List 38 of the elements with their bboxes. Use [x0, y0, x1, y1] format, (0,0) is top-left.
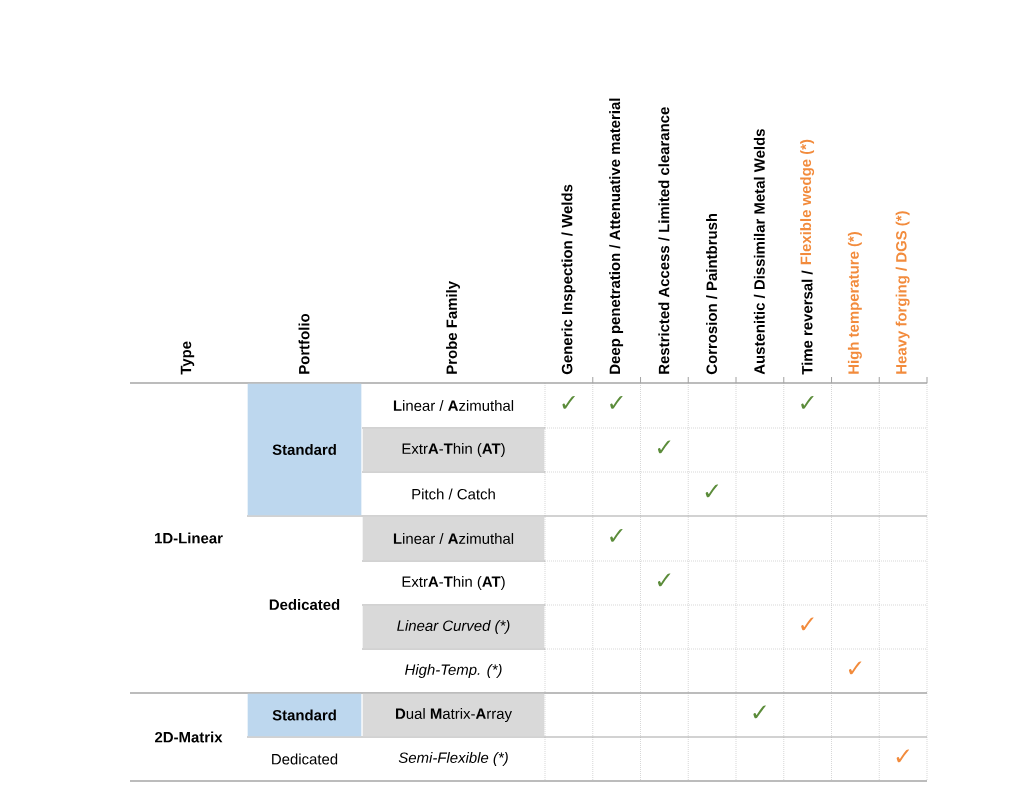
- check-mark: ✓: [657, 573, 671, 587]
- cell-text: Semi-Flexible (*): [398, 752, 508, 766]
- check-mark: ✓: [801, 617, 814, 631]
- check-mark: ✓: [896, 749, 910, 763]
- table-cell: Linear / Azimuthal: [362, 516, 545, 561]
- cell-text: 1D-Linear: [155, 532, 223, 544]
- check-mark: ✓: [705, 484, 719, 498]
- check-mark: ✓: [848, 661, 862, 675]
- cell-text: Dedicated: [269, 599, 340, 610]
- column-header: Generic Inspection / Welds: [561, 184, 576, 375]
- check-mark: ✓: [562, 395, 575, 409]
- cell-text: ExtrA-Thin (AT): [402, 576, 505, 590]
- check-mark: ✓: [610, 528, 623, 542]
- table-cell: Dual Matrix-Array: [362, 693, 545, 737]
- column-header: High temperature (*): [847, 231, 862, 374]
- column-header: Restricted Access / Limited clearance: [658, 107, 670, 374]
- column-header: Austenitic / Dissimilar Metal Welds: [753, 129, 765, 375]
- column-header: Probe Family: [446, 281, 460, 374]
- cell-text: High-Temp. (*): [405, 664, 502, 678]
- column-header: Type: [180, 341, 195, 375]
- cell-text: 2D-Matrix: [155, 731, 223, 743]
- table-cell: Linear Curved (*): [362, 605, 545, 649]
- check-mark: ✓: [753, 705, 766, 719]
- column-header: Deep penetration / Attenuative material: [609, 98, 624, 374]
- column-header: Flexible wedge (*): [800, 139, 815, 265]
- check-mark: ✓: [657, 440, 671, 454]
- cell-text: Dedicated: [272, 753, 338, 765]
- column-header: Heavy forging / DGS (*): [895, 211, 910, 374]
- column-header: Time reversal /: [801, 270, 813, 375]
- table-cell: Standard: [247, 693, 362, 737]
- column-header: Corrosion / Paintbrush: [706, 213, 718, 375]
- table-cell: ExtrA-Thin (AT): [362, 428, 545, 472]
- cell-text: Pitch / Catch: [412, 488, 495, 500]
- table-cell: Standard: [247, 383, 362, 516]
- cell-text: Linear / Azimuthal: [393, 400, 514, 411]
- column-header: Portfolio: [298, 313, 310, 374]
- check-mark: ✓: [610, 395, 623, 409]
- check-mark: ✓: [801, 395, 814, 409]
